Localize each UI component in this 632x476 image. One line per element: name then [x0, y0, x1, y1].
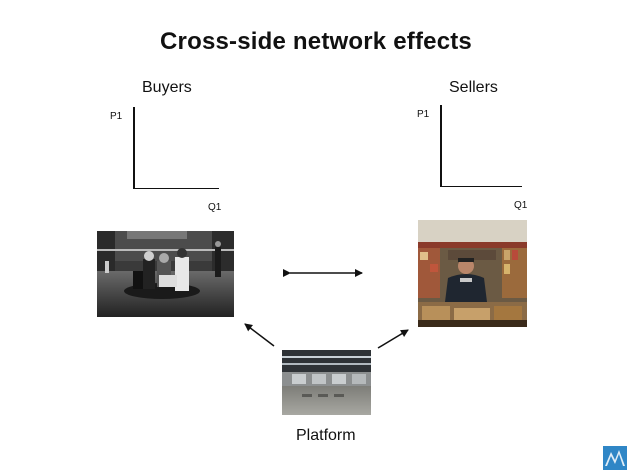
- platform-warehouse-photo: [282, 350, 371, 415]
- sellers-label: Sellers: [449, 79, 498, 96]
- buyers-axes: [133, 107, 219, 189]
- buyers-y-axis-label: P1: [110, 111, 123, 122]
- platform-to-buyers-arrow: [244, 323, 275, 347]
- slide-title: Cross-side network effects: [160, 28, 472, 55]
- buyers-x-axis-label: Q1: [208, 202, 222, 213]
- platform-to-sellers-arrow: [377, 329, 409, 349]
- seller-shop-photo: [418, 220, 527, 327]
- sellers-x-axis-label: Q1: [514, 200, 528, 211]
- publisher-logo-icon: [603, 446, 627, 470]
- buyers-label: Buyers: [142, 79, 192, 96]
- sellers-axes: [440, 105, 522, 187]
- platform-label: Platform: [296, 427, 356, 444]
- sellers-y-axis-label: P1: [417, 109, 430, 120]
- buyers-mall-photo: [97, 231, 234, 317]
